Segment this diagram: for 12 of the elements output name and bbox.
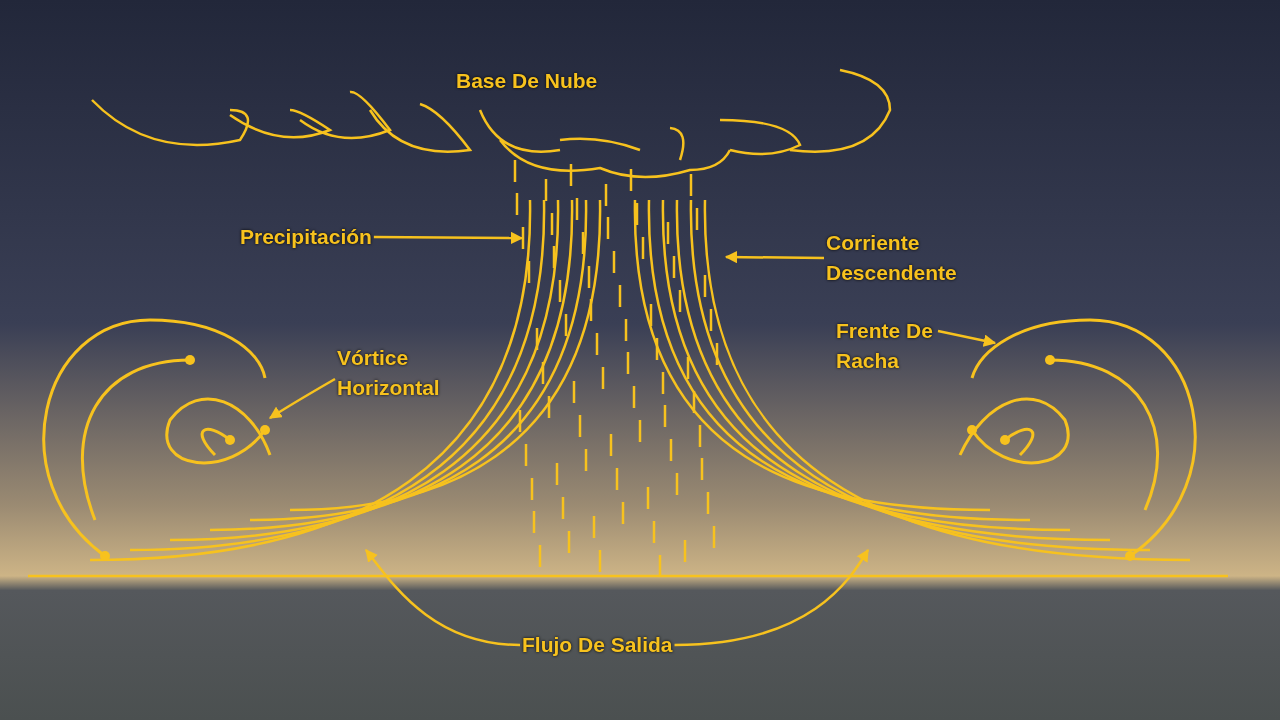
callout-label: Precipitación <box>240 222 372 252</box>
leader-arrow <box>365 549 521 647</box>
leader-arrow <box>724 250 824 264</box>
leader-arrow <box>268 377 336 420</box>
callout-label: Base De Nube <box>456 68 598 94</box>
callout-label: Vórtice Horizontal <box>337 343 487 403</box>
leader-arrow <box>937 329 997 347</box>
leader-arrow <box>674 548 870 647</box>
callout-label: Flujo De Salida <box>522 630 673 660</box>
callout-label: Corriente Descendente <box>826 228 996 288</box>
callout-label: Frente De Racha <box>836 316 936 376</box>
leader-arrow <box>373 231 524 245</box>
